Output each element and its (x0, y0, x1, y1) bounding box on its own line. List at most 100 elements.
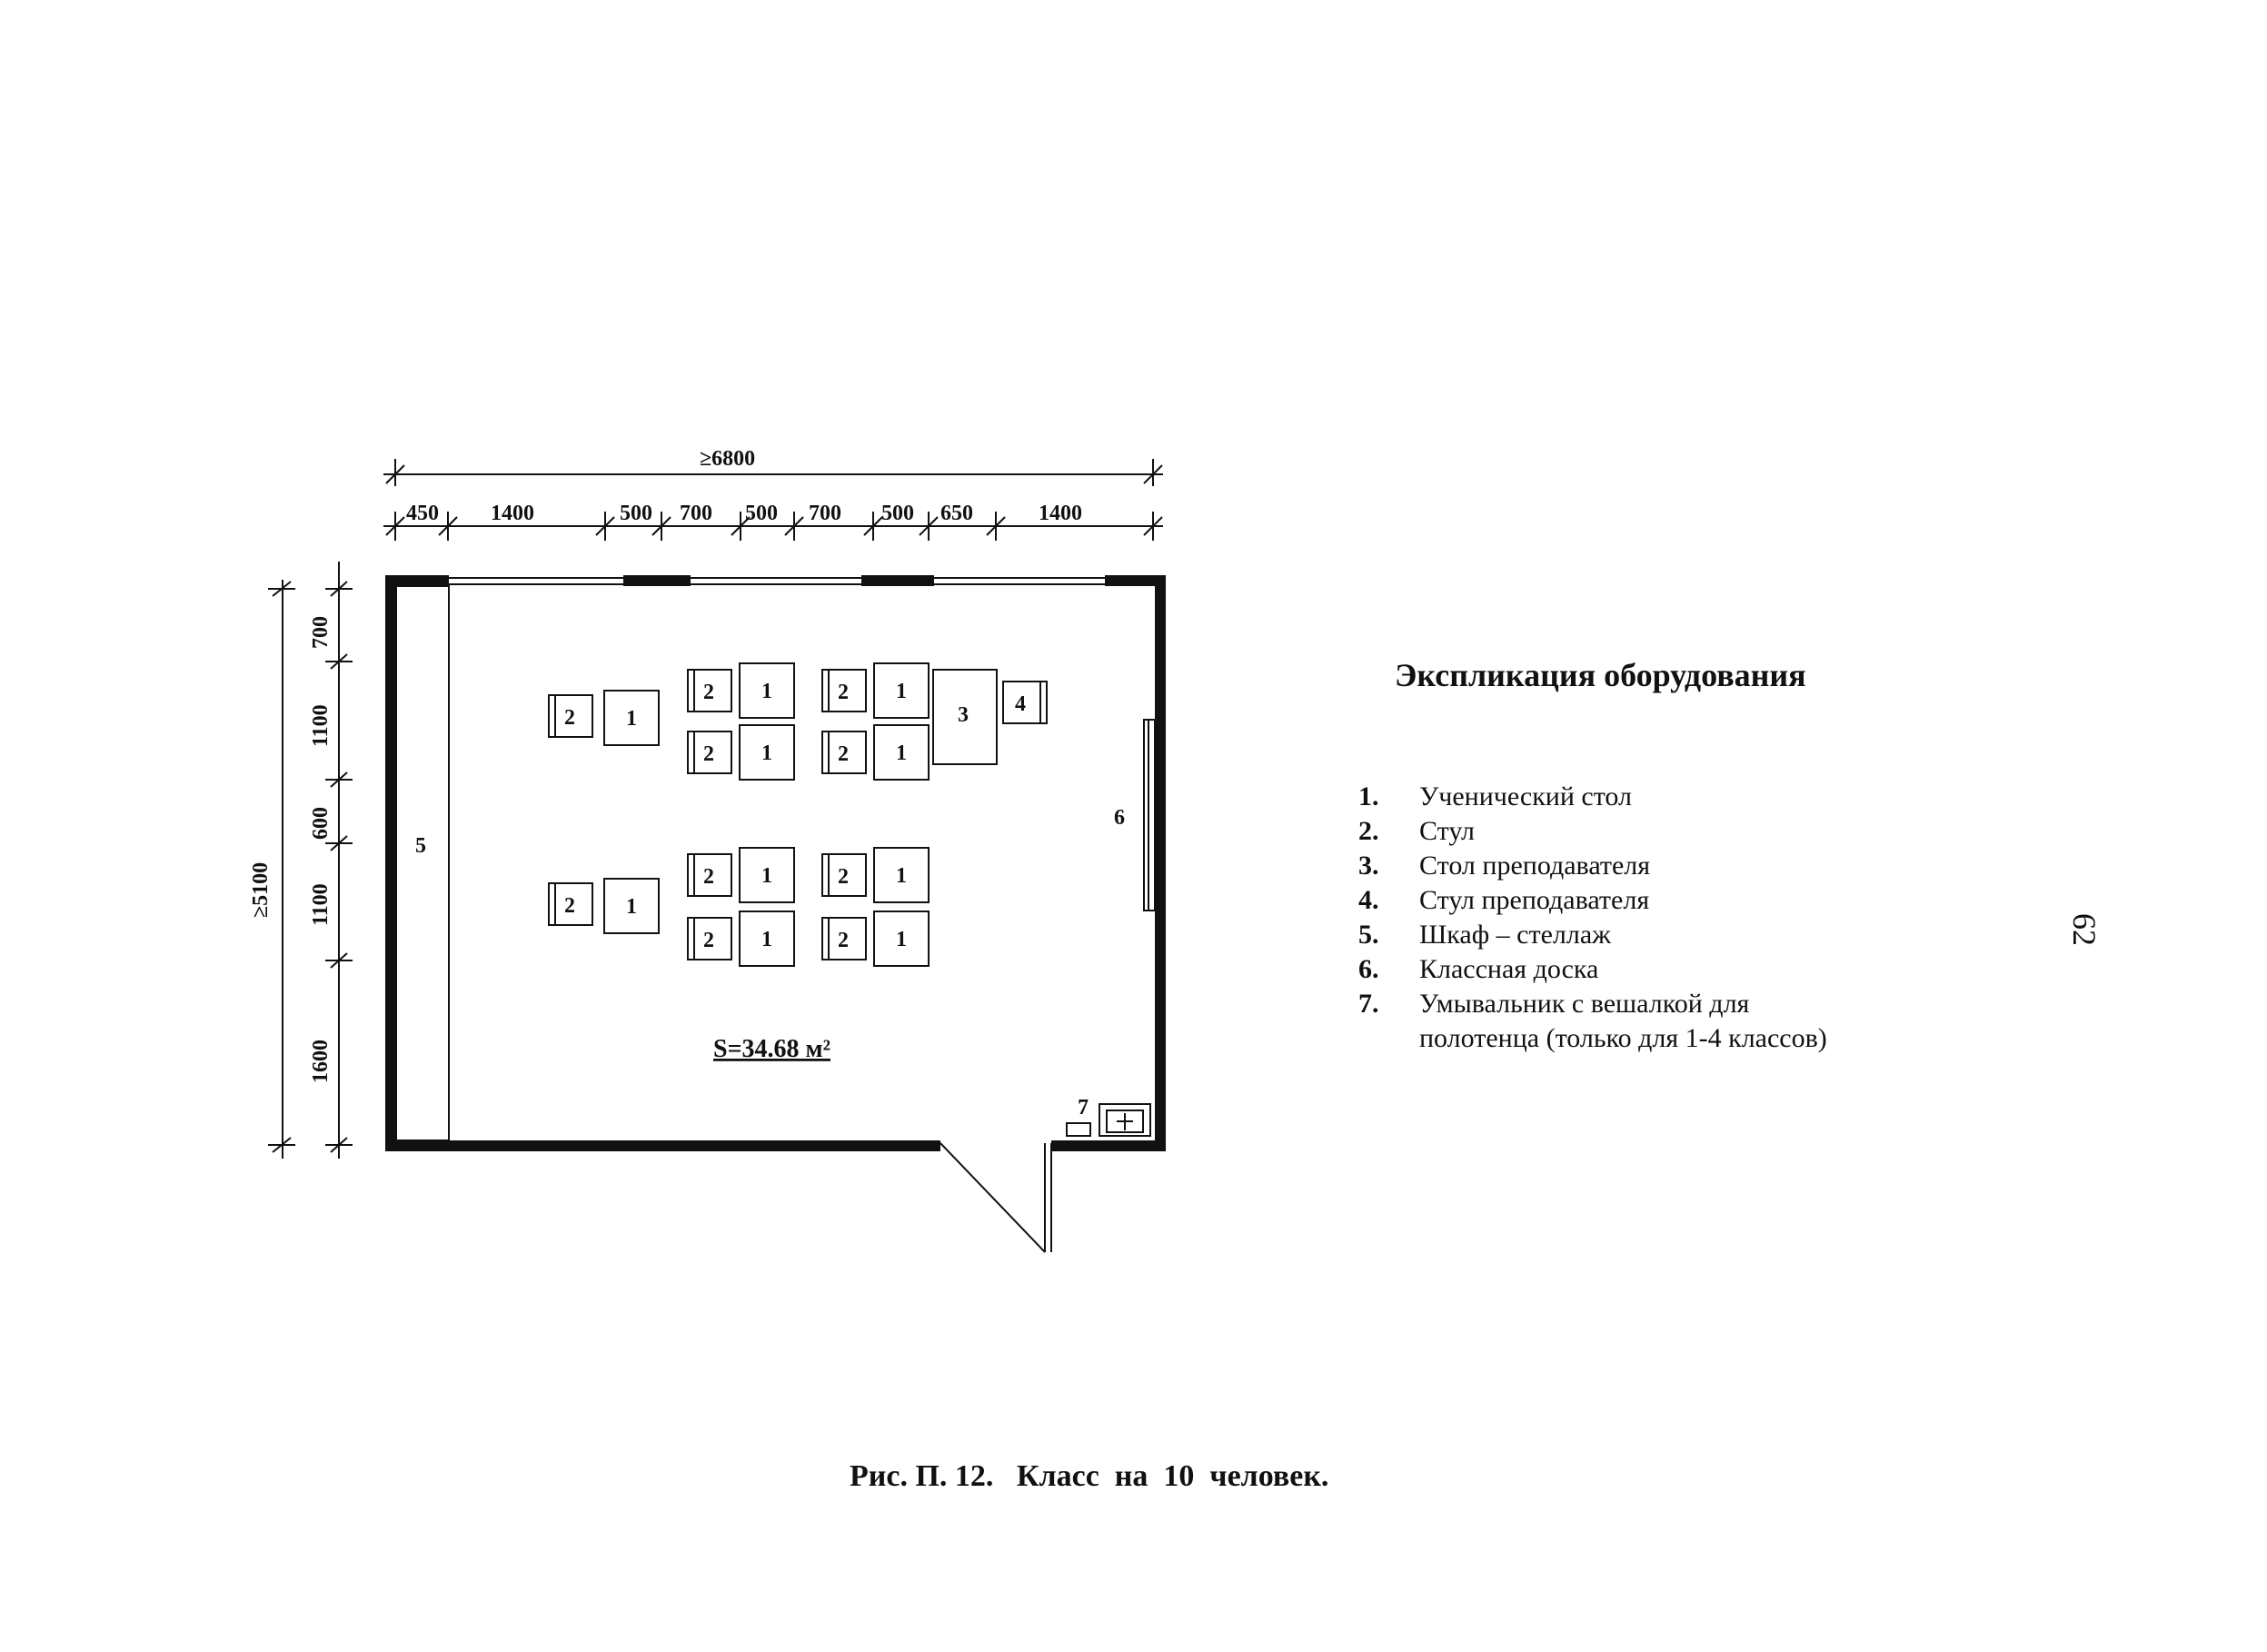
total-height-label: ≥5100 (249, 862, 273, 918)
segment-label: 700 (809, 502, 841, 525)
desk-label: 1 (761, 680, 772, 703)
desk-label: 1 (761, 928, 772, 951)
chair-label: 2 (703, 681, 714, 704)
area-label: S=34.68 м² (713, 1035, 830, 1063)
segment-label: 1400 (1039, 502, 1082, 525)
student-desk (873, 847, 930, 903)
segment-label: 500 (745, 502, 778, 525)
chair-label: 2 (838, 681, 849, 704)
segment-label: 650 (940, 502, 973, 525)
legend-item-text: Классная доска (1419, 954, 1599, 984)
student-chair (821, 917, 867, 960)
student-desk (603, 878, 660, 934)
sink-label: 7 (1078, 1096, 1089, 1120)
chair-label: 2 (564, 706, 575, 730)
chair-label: 2 (838, 742, 849, 766)
segment-label: 700 (680, 502, 712, 525)
student-desk (873, 724, 930, 781)
student-desk (739, 724, 795, 781)
vertical-segment-label: 1600 (309, 1040, 333, 1083)
desk-label: 1 (896, 680, 907, 703)
legend-item-text: полотенца (только для 1-4 классов) (1419, 1023, 1827, 1053)
desk-label: 1 (896, 928, 907, 951)
legend-item-number: 2. (1358, 816, 1379, 846)
teacher-chair-label: 4 (1015, 692, 1026, 716)
student-chair (548, 882, 593, 926)
legend-item-text: Стул преподавателя (1419, 885, 1650, 915)
student-desk (603, 690, 660, 746)
desk-label: 1 (896, 741, 907, 765)
teacher-chair (1002, 681, 1048, 724)
teacher-desk-label: 3 (958, 703, 969, 727)
legend-item-text: Стул (1419, 816, 1475, 846)
board-label: 6 (1114, 806, 1125, 830)
segment-labels: 450 1400 500 700 500 700 500 650 1400 (406, 502, 1082, 525)
desk-label: 1 (626, 895, 637, 919)
door (940, 1142, 1052, 1253)
classroom-board (1143, 719, 1156, 911)
chair-label: 2 (838, 929, 849, 952)
chair-label: 2 (838, 865, 849, 889)
student-desk (873, 911, 930, 967)
student-chair (821, 731, 867, 774)
legend-item-number: 7. (1358, 989, 1379, 1019)
vertical-segment-label: 1100 (309, 883, 333, 926)
chair-label: 2 (703, 742, 714, 766)
legend-item-number: 1. (1358, 781, 1379, 811)
legend-title: Экспликация оборудования (1395, 657, 1806, 693)
student-desk (873, 662, 930, 719)
segment-label: 500 (881, 502, 914, 525)
legend-item-text: Ученический стол (1419, 781, 1633, 811)
cabinet-shelving (395, 585, 450, 1141)
student-chair (687, 731, 732, 774)
legend-item-number: 4. (1358, 885, 1379, 915)
legend-item-number: 3. (1358, 851, 1379, 881)
legend-item-text: Стол преподавателя (1419, 851, 1651, 881)
total-width-label: ≥6800 (700, 447, 755, 471)
top-dimensions (383, 459, 1163, 541)
desk-label: 1 (896, 864, 907, 888)
windows (449, 577, 1105, 585)
chair-label: 2 (703, 865, 714, 889)
legend-item-text: Умывальник с вешалкой для (1419, 989, 1750, 1019)
vertical-segment-labels: 700 1100 600 1100 1600 (309, 616, 333, 1083)
segment-label: 500 (620, 502, 652, 525)
student-chair (821, 853, 867, 897)
walls (385, 575, 1166, 1151)
student-desk (739, 662, 795, 719)
desk-label: 1 (761, 864, 772, 888)
desk-label: 1 (761, 741, 772, 765)
segment-label: 450 (406, 502, 439, 525)
sink (1066, 1103, 1151, 1137)
chair-label: 2 (564, 894, 575, 918)
segment-label: 1400 (491, 502, 534, 525)
legend-item-text: Шкаф – стеллаж (1419, 920, 1611, 950)
chair-label: 2 (703, 929, 714, 952)
desk-label: 1 (626, 707, 637, 731)
vertical-segment-label: 600 (309, 807, 333, 840)
figure-caption: Рис. П. 12. Класс на 10 человек. (850, 1459, 1329, 1493)
cabinet-label: 5 (415, 834, 426, 858)
student-chair (687, 669, 732, 712)
student-chair (687, 917, 732, 960)
vertical-segment-label: 700 (309, 616, 333, 649)
legend-item-number: 6. (1358, 954, 1379, 984)
legend-item-number: 5. (1358, 920, 1379, 950)
teacher-desk (932, 669, 998, 765)
student-chair (548, 694, 593, 738)
student-desk (739, 911, 795, 967)
left-dimensions (268, 562, 353, 1159)
student-chair (687, 853, 732, 897)
vertical-segment-label: 1100 (309, 704, 333, 747)
